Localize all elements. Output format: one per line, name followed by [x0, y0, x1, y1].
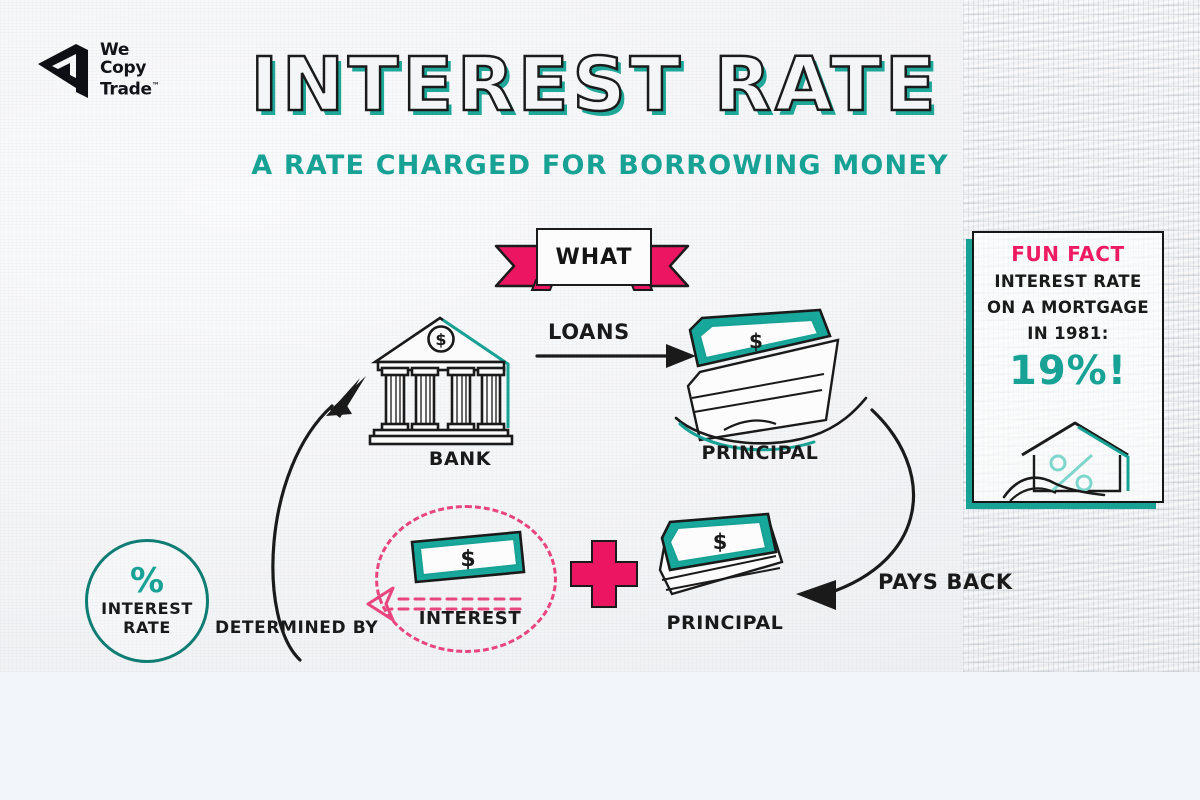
fun-fact-title: FUN FACT [1011, 242, 1125, 266]
pays-back-arrow-label: PAYS BACK [878, 570, 1013, 594]
brand-name: We Copy Trade™ [100, 42, 160, 99]
interest-rate-badge: % INTEREST RATE [85, 539, 209, 663]
fun-fact-highlight: 19%! [1009, 348, 1127, 394]
percent-symbol: % [129, 560, 165, 601]
fun-fact-line-3: IN 1981: [1027, 324, 1109, 343]
fun-fact-line-2: ON A MORTGAGE [986, 298, 1150, 317]
page-subtitle: A RATE CHARGED FOR BORROWING MONEY [251, 150, 949, 181]
trademark-symbol: ™ [151, 81, 160, 91]
brand-line-2: Copy [100, 57, 147, 78]
interest-highlight-ellipse [375, 505, 557, 653]
brand-line-3: Trade [100, 80, 152, 101]
brand-line-1: We [100, 40, 130, 61]
page-title: INTEREST RATE [249, 42, 940, 128]
fun-fact-card: FUN FACT INTEREST RATE ON A MORTGAGE IN … [972, 231, 1164, 503]
determined-by-arrow-label: DETERMINED BY [215, 618, 379, 638]
brand-logo[interactable]: We Copy Trade™ [36, 42, 160, 100]
principal-bottom-label: PRINCIPAL [666, 612, 784, 634]
double-chevron-arrow-logo-icon [38, 44, 88, 98]
interest-rate-line-1: INTEREST [101, 598, 193, 618]
what-banner: WHAT [492, 228, 692, 300]
bank-label: BANK [428, 448, 492, 470]
brand-line-3-wrap: Trade™ [100, 77, 160, 99]
interest-rate-line-2: RATE [123, 617, 171, 637]
banner-label: WHAT [536, 228, 652, 286]
fun-fact-line-1: INTEREST RATE [994, 272, 1142, 291]
house-with-percent-on-hand-icon [1002, 421, 1130, 501]
loans-arrow-label: LOANS [548, 320, 630, 344]
principal-top-label: PRINCIPAL [701, 442, 819, 464]
